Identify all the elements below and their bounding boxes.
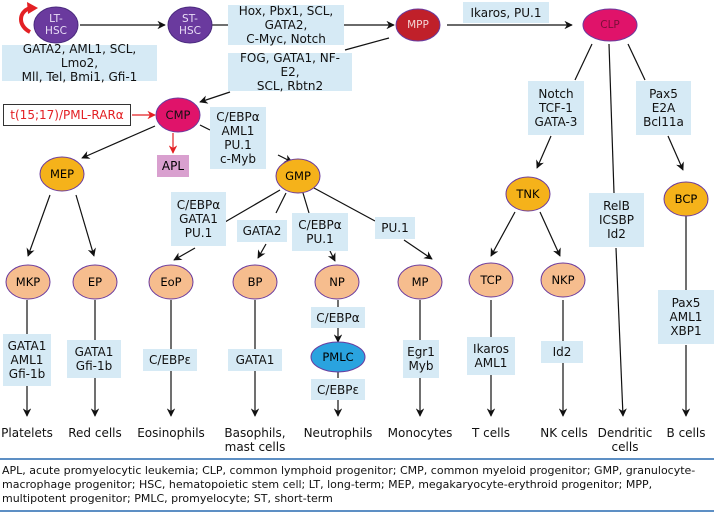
node-bcp (663, 181, 709, 217)
factor-box-gmp-to-mp: PU.1 (375, 217, 415, 239)
edge-gmp-eopbox (224, 189, 281, 223)
cell-dendritic: Dendritic cells (597, 426, 653, 454)
edge-eopbox-eop (173, 247, 196, 261)
edge-tnk-nkp (539, 211, 561, 257)
legend-rule-bottom (0, 510, 714, 512)
node-mkp-label: MKP (15, 275, 41, 289)
edge-mep-ep (75, 194, 96, 257)
node-tcp-label: TCP (480, 273, 502, 287)
node-ep-label: EP (87, 275, 103, 289)
factor-box-cmp-to-gmp: C/EBPα AML1 PU.1 c-Myb (210, 107, 266, 169)
node-mp (397, 264, 443, 300)
self-renewal-arrowhead (27, 2, 38, 14)
factor-box-np: C/EBPα (311, 307, 365, 328)
legend-rule-top (0, 458, 714, 460)
cell-t: T cells (471, 426, 511, 440)
edge-gmp-mpbox (313, 187, 376, 222)
factor-box-gmp-to-bp: GATA2 (237, 220, 287, 242)
node-cmp-label: CMP (165, 108, 191, 122)
factor-box-nkp: Id2 (541, 341, 583, 363)
edge-bcpbox-bcp (667, 135, 684, 171)
node-tcp (468, 262, 514, 298)
edge-clp-bcpbox (627, 43, 646, 81)
node-bp (232, 264, 278, 300)
abbreviation-legend: APL, acute promyelocytic leukemia; CLP, … (2, 464, 696, 505)
cell-baso: Basophils, mast cells (224, 426, 286, 454)
node-mep (39, 156, 85, 192)
factor-box-tcp: Ikaros AML1 (467, 337, 515, 375)
apl-box: APL (157, 155, 189, 177)
node-nkp-label: NKP (551, 273, 575, 287)
node-ep (72, 264, 118, 300)
node-mpp (395, 8, 441, 42)
node-mp-label: MP (411, 275, 429, 289)
node-pmlc-label: PMLC (322, 350, 354, 364)
node-lt-hsc-label: LT- HSC (45, 13, 67, 37)
cell-nk: NK cells (540, 426, 588, 440)
edge-mpbox-mp (403, 239, 433, 260)
self-renewal-arrow-icon (19, 6, 32, 34)
cell-neut: Neutrophils (303, 426, 373, 440)
edge-cmp-box (199, 124, 211, 131)
node-eop (148, 264, 194, 300)
factor-box-pmlc: C/EBPε (311, 379, 365, 400)
factor-box-bp: GATA1 (228, 349, 282, 371)
factor-box-ep: GATA1 Gfi-1b (67, 340, 121, 378)
cell-red: Red cells (68, 426, 122, 440)
factor-box-eop: C/EBPε (143, 349, 197, 371)
node-bp-label: BP (247, 275, 263, 289)
edge-npbox-np (327, 250, 336, 262)
node-bcp-label: BCP (674, 192, 698, 206)
edge-gmp-npbox (302, 192, 310, 214)
edge-bpbox-bp (257, 243, 267, 259)
factor-box-gmp-to-eop: C/EBPα GATA1 PU.1 (171, 192, 226, 246)
factor-box-st-to-mpp: Hox, Pbx1, SCL, GATA2, C-Myc, Notch (228, 4, 344, 46)
node-eop-label: EoP (160, 275, 182, 289)
node-pmlc (310, 341, 366, 373)
edge-cmp-mep (81, 125, 156, 159)
edge-mpp-fogbox (344, 37, 390, 51)
edge-dcbox-dc (615, 247, 627, 417)
edge-clp-dcbox (608, 43, 615, 194)
node-gmp-label: GMP (285, 169, 311, 183)
factor-box-mp: Egr1 Myb (403, 340, 439, 378)
node-clp (582, 8, 638, 42)
factor-box-gmp-to-np: C/EBPα PU.1 (292, 213, 348, 251)
factor-box-clp-to-tnk: Notch TCF-1 GATA-3 (528, 81, 584, 135)
node-st-hsc-label: ST- HSC (179, 13, 201, 37)
edge-mep-mkp (26, 194, 51, 257)
factor-box-clp-to-bcp: Pax5 E2A Bcl11a (636, 81, 691, 135)
node-tnk-label: TNK (516, 187, 540, 201)
edge-tnkbox-tnk (536, 135, 552, 169)
factor-box-clp-to-dendritic: RelB ICSBP Id2 (589, 193, 644, 247)
factor-box-mkp: GATA1 AML1 Gfi-1b (3, 334, 51, 386)
node-np-label: NP (329, 275, 345, 289)
cell-eos: Eosinophils (137, 426, 205, 440)
translocation-box: t(15;17)/PML-RARα (3, 104, 131, 126)
node-np (314, 264, 360, 300)
node-gmp (275, 158, 321, 194)
cell-b: B cells (666, 426, 706, 440)
factor-box-mpp-to-clp: Ikaros, PU.1 (463, 2, 549, 23)
node-clp-label: CLP (600, 19, 620, 31)
edge-fogbox-cmp (199, 91, 231, 104)
factor-box-mpp-to-cmp: FOG, GATA1, NF-E2, SCL, Rbtn2 (228, 51, 352, 93)
node-cmp (155, 97, 201, 133)
factor-box-lt-hsc: GATA2, AML1, SCL, Lmo2, Mll, Tel, Bmi1, … (2, 42, 157, 84)
cell-platelets: Platelets (1, 426, 53, 440)
factor-box-bcp: Pax5 AML1 XBP1 (658, 290, 714, 344)
edge-tnk-tcp (490, 211, 516, 257)
node-tnk (505, 176, 551, 212)
node-mpp-label: MPP (407, 19, 429, 31)
node-lt-hsc (33, 6, 79, 44)
edge-clp-tnkbox (574, 43, 593, 81)
node-nkp (540, 262, 586, 298)
node-mep-label: MEP (49, 167, 75, 181)
node-st-hsc (167, 6, 213, 44)
edge-gmp-bpbox (275, 192, 287, 214)
cell-mono: Monocytes (387, 426, 453, 440)
node-mkp (5, 264, 51, 300)
